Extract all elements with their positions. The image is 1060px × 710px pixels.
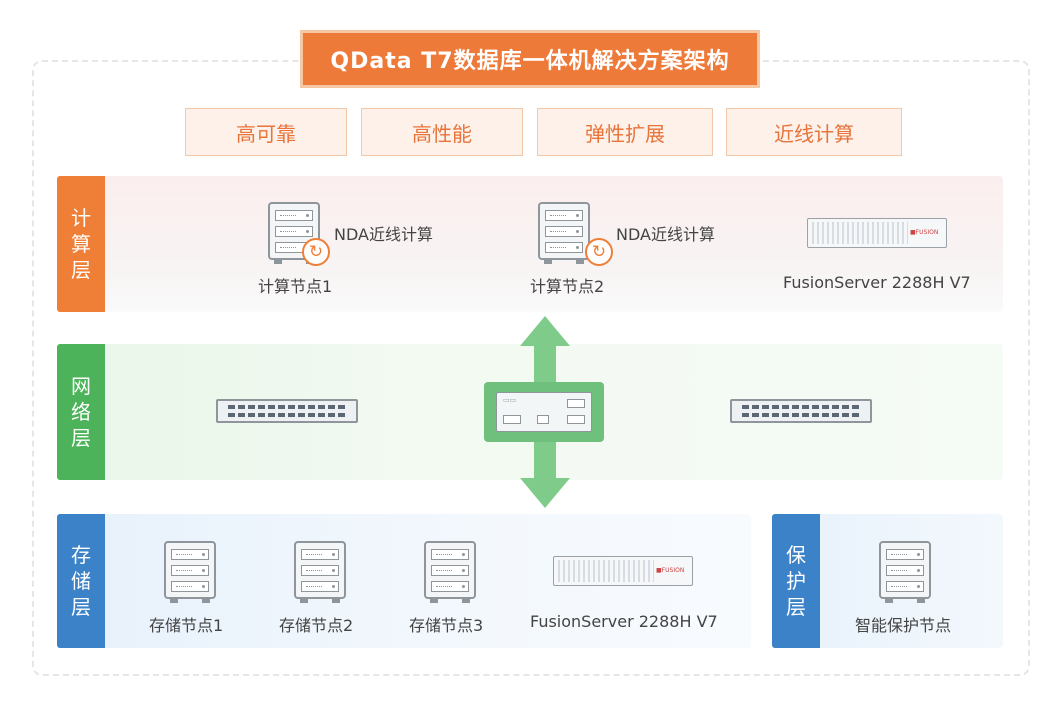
rack-server-icon: ■FUSION [553,556,693,586]
compute-node-1-badge: NDA近线计算 [334,225,433,244]
compute-rack-label: FusionServer 2288H V7 [783,273,971,292]
storage-tag-char: 存 [71,543,91,567]
diagram-title: QData T7数据库一体机解决方案架构 [300,30,760,88]
network-tag-char: 络 [71,400,91,424]
compute-tag-char: 层 [71,258,91,282]
protection-node-label: 智能保护节点 [855,616,952,635]
compute-node-1-label: 计算节点1 [258,277,333,296]
network-layer-tag: 网 络 层 [57,344,105,480]
switch-icon [216,399,358,423]
rack-server-icon: ■FUSION [807,218,947,248]
storage-tag-char: 层 [71,595,91,619]
compute-tag-char: 算 [71,232,91,256]
compute-node-2-badge: NDA近线计算 [616,225,715,244]
network-tag-char: 层 [71,426,91,450]
switch-icon [730,399,872,423]
feature-high-reliability: 高可靠 [185,108,347,156]
storage-layer-tag: 存 储 层 [57,514,105,648]
server-tower-icon [294,541,346,603]
protect-tag-char: 保 [786,543,806,567]
compute-tag-char: 计 [71,206,91,230]
storage-node-2-label: 存储节点2 [279,616,354,635]
storage-rack-label: FusionServer 2288H V7 [530,612,718,631]
feature-high-performance: 高性能 [361,108,523,156]
protection-layer-tag: 保 护 层 [772,514,820,648]
storage-node-3-label: 存储节点3 [409,616,484,635]
core-switch-icon: ▭▭ [484,382,604,442]
storage-tag-char: 储 [71,569,91,593]
sync-icon: ↻ [302,238,330,266]
sync-icon: ↻ [585,238,613,266]
server-tower-icon [164,541,216,603]
server-tower-icon [879,541,931,603]
storage-node-1-label: 存储节点1 [149,616,224,635]
compute-node-2-label: 计算节点2 [530,277,605,296]
protect-tag-char: 层 [786,595,806,619]
server-tower-icon [424,541,476,603]
feature-nearline-computing: 近线计算 [726,108,902,156]
server-tower-icon [268,202,320,264]
feature-elastic-scaling: 弹性扩展 [537,108,713,156]
network-tag-char: 网 [71,374,91,398]
compute-layer-tag: 计 算 层 [57,176,105,312]
server-tower-icon [538,202,590,264]
protect-tag-char: 护 [786,569,806,593]
